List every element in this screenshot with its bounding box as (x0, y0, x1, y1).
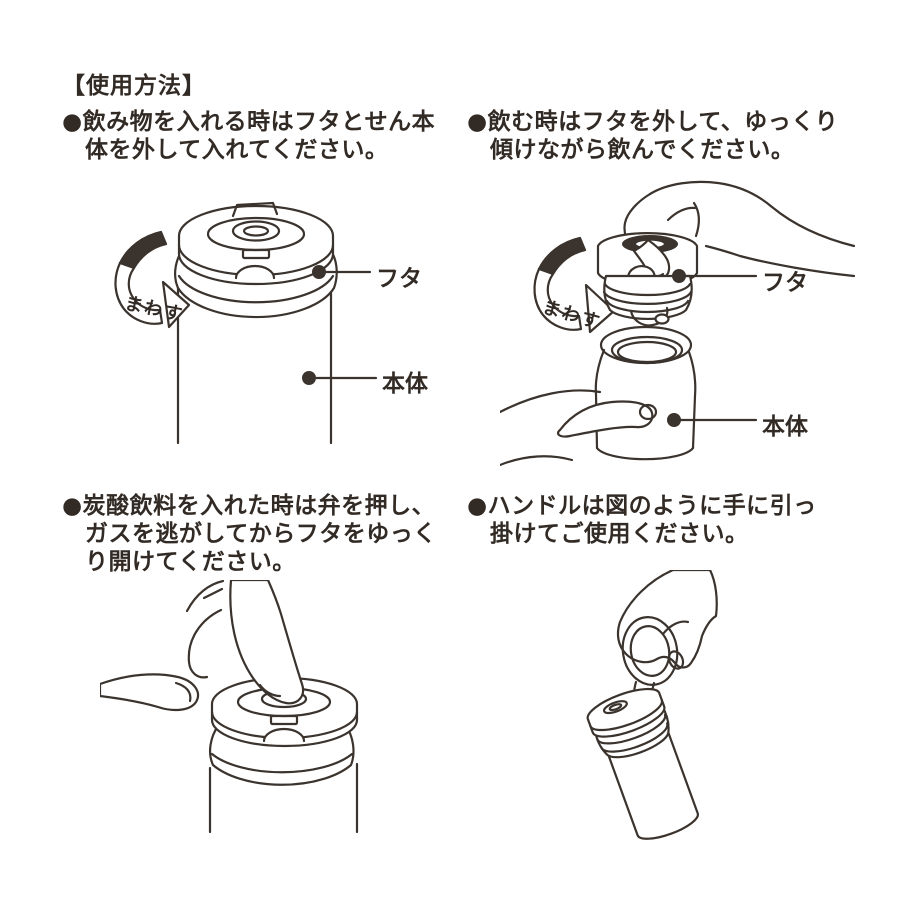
instruction-drinking: ●飲む時はフタを外して、ゆっくり 傾けながら飲んでください。 (467, 108, 838, 164)
instruction-carbonated: ●炭酸飲料を入れた時は弁を押し、 ガスを逃がしてからフタをゆっく り開けてくださ… (62, 492, 437, 576)
lid-label: フタ (762, 270, 808, 296)
body-label: 本体 (762, 414, 808, 440)
bottle-mouth-body (594, 325, 697, 461)
instruction-line: 傾けながら飲んでください。 (490, 137, 795, 163)
instruction-line: 掛けてご使用ください。 (490, 521, 749, 547)
instruction-fill-drinks: ●飲み物を入れる時はフタとせん本 体を外して入れてください。 (62, 108, 435, 164)
instruction-line: ●炭酸飲料を入れた時は弁を押し、 (62, 493, 436, 519)
holding-hand (500, 389, 658, 467)
figure-handle-carry (530, 570, 850, 860)
pressing-hand (100, 580, 305, 712)
open-bottle-diagram (500, 180, 856, 467)
press-valve-diagram (100, 580, 359, 834)
instruction-line: ●飲む時はフタを外して、ゆっくり (467, 109, 839, 135)
figure-open-and-drink: まわす フタ 本体 (500, 180, 860, 470)
handle-carry-diagram (586, 570, 718, 840)
lid-stopper (602, 274, 693, 327)
instruction-line: ガスを逃がしてからフタをゆっく (85, 521, 437, 547)
instruction-line: 体を外して入れてください。 (85, 137, 389, 163)
instruction-line: り開けてください。 (85, 549, 296, 575)
bottle-body-lines (208, 762, 359, 834)
figure-press-valve (100, 580, 440, 860)
bottle-lid-diagram (114, 201, 378, 445)
page-title: 【使用方法】 (62, 73, 206, 99)
instruction-line: ●飲み物を入れる時はフタとせん本 (62, 109, 436, 135)
figure-remove-lid: まわす フタ 本体 (100, 190, 440, 460)
tilted-bottle (586, 687, 700, 840)
lid-label: フタ (376, 266, 422, 292)
instruction-line: ●ハンドルは図のように手に引っ (467, 493, 817, 519)
leader-lines (667, 269, 758, 427)
carry-hand (616, 570, 718, 670)
rotate-arrow-icon (533, 236, 616, 334)
instruction-handle: ●ハンドルは図のように手に引っ 掛けてご使用ください。 (467, 492, 817, 548)
lid (177, 201, 335, 286)
leader-lines (302, 265, 378, 385)
body-label: 本体 (382, 371, 428, 397)
rotate-arrow-icon (114, 230, 191, 329)
